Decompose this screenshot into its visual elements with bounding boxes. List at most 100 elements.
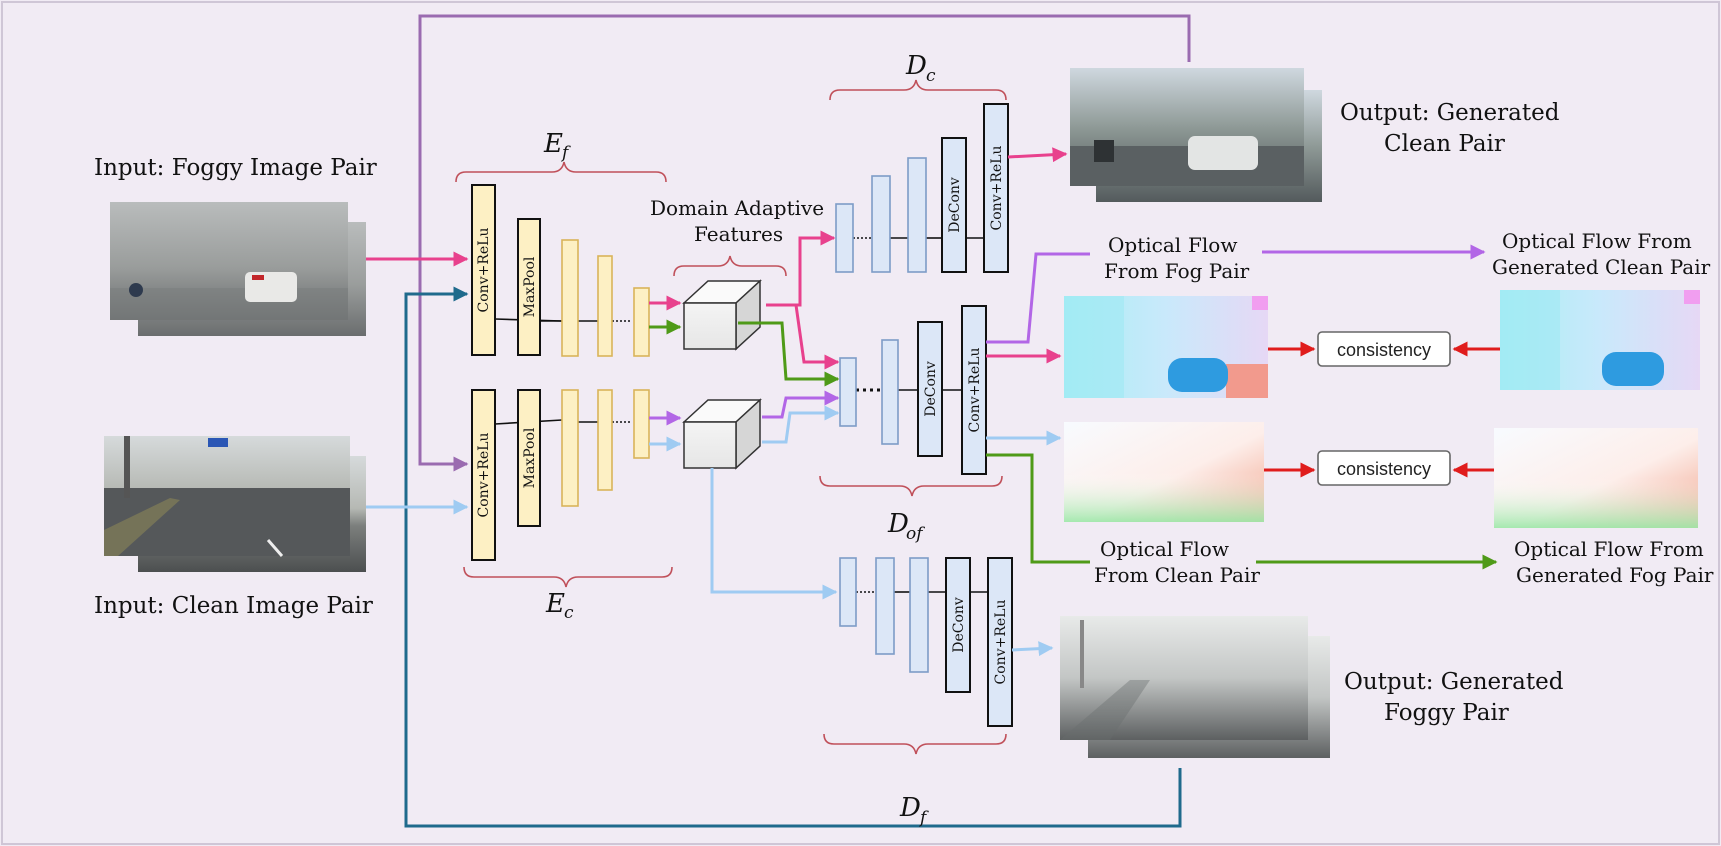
dc-deconv [941, 137, 967, 273]
dof-symbol: D [887, 509, 909, 539]
clean-feature-cube [682, 398, 762, 470]
clean-decoder: DeConv Conv+ReLu [835, 103, 1009, 273]
fog-enc-block-3 [633, 287, 650, 357]
ef-brace [455, 161, 667, 183]
ec-symbol: E [545, 589, 565, 619]
consistency-label-bottom: consistency [1337, 459, 1431, 479]
output-clean-label-line1: Output: Generated [1340, 100, 1560, 126]
input-clean-label: Input: Clean Image Pair [94, 593, 373, 619]
clean-cube-blue-arrow [762, 405, 840, 444]
df-deconv-label: DeConv [951, 597, 967, 653]
domain-label-line1: Domain Adaptive [650, 196, 824, 220]
clean-cube-to-df-arrow [710, 468, 838, 600]
fog-enc-conv-relu-label: Conv+ReLu [476, 228, 492, 313]
ef-subscript: f [560, 143, 571, 163]
dc-block-3 [907, 157, 927, 273]
of-gen-fog-label-line1: Optical Flow From [1514, 537, 1704, 561]
clean-input-images [104, 436, 366, 572]
output-clean-label-line2: Clean Pair [1384, 131, 1505, 157]
clean-enc-conv-relu [471, 389, 496, 561]
clean-enc-block-3 [633, 389, 650, 459]
df-block-3 [909, 557, 929, 673]
df-symbol: D [899, 793, 921, 823]
dc-conv-relu-label: Conv+ReLu [989, 146, 1005, 231]
of-fog-label-line1a: Optical [1108, 233, 1181, 257]
fog-enc-maxpool-label: MaxPool [522, 256, 538, 317]
ec-brace [463, 566, 673, 588]
foggy-input-images [110, 202, 366, 336]
dof-conv-relu [961, 305, 987, 475]
dc-output-arrow [1007, 147, 1068, 163]
dof-green-arrow [986, 453, 1090, 564]
fog-enc-conv-relu [471, 184, 496, 356]
dof-violet-arrow [986, 252, 1090, 344]
of-gen-clean-label-line2: Generated Clean Pair [1492, 255, 1711, 279]
teal-loop-arrow [404, 286, 1182, 828]
fog-enc-block-1 [561, 239, 579, 357]
dc-brace [829, 79, 1007, 101]
of-clean-label-line2: From Clean Pair [1094, 563, 1260, 587]
fog-feature-cube [682, 279, 762, 351]
df-block-1 [839, 557, 857, 627]
flow-map-generated-fog [1494, 428, 1698, 528]
clean-encoder: Conv+ReLu MaxPool [471, 389, 650, 561]
dc-conv-relu [983, 103, 1009, 273]
dc-block-2 [871, 175, 891, 273]
df-output-arrow [1011, 641, 1054, 657]
of-gen-clean-label-line1: Optical Flow From [1502, 229, 1692, 253]
dof-subscript: of [906, 524, 925, 544]
flow-map-fog-pair [1064, 296, 1268, 398]
df-deconv [945, 557, 971, 693]
of-fog-label-line1b: Flow [1188, 233, 1237, 257]
ec-subscript: c [564, 603, 574, 623]
clean-enc-block-2 [597, 389, 613, 491]
clean-enc-maxpool-label: MaxPool [522, 427, 538, 488]
fog-enc-maxpool [517, 218, 541, 356]
fog-enc-block-2 [597, 255, 613, 357]
of-clean-label-line1: Optical Flow [1100, 537, 1229, 561]
fog-cube-to-dc-arrow [766, 230, 836, 307]
consistency-label-top: consistency [1337, 340, 1431, 360]
of-fog-label-line2: From Fog Pair [1104, 259, 1250, 283]
dof-conv-relu-label: Conv+ReLu [967, 348, 983, 433]
clean-enc-conv-relu-label: Conv+ReLu [476, 433, 492, 518]
fog-cube-to-dof-arrow [766, 303, 840, 370]
flow-decoder: DeConv Conv+ReLu [839, 305, 987, 475]
dc-deconv-label: DeConv [947, 177, 963, 233]
output-foggy-label-line1: Output: Generated [1344, 669, 1564, 695]
consistency-box-bottom [1317, 450, 1451, 486]
ef-symbol: E [543, 129, 563, 159]
df-block-2 [875, 557, 895, 655]
fog-cube-green-arrow [738, 321, 840, 387]
dof-block-2 [881, 339, 899, 445]
dof-deconv-label: DeConv [923, 361, 939, 417]
of-gen-fog-label-line2: Generated Fog Pair [1516, 563, 1714, 587]
clean-cube-violet-arrow [762, 390, 840, 419]
foggy-encoder: Conv+ReLu MaxPool [471, 184, 650, 357]
df-conv-relu [987, 557, 1013, 727]
flow-map-clean-pair [1064, 422, 1264, 522]
domain-brace [673, 255, 787, 277]
dof-block-1 [839, 357, 857, 427]
df-subscript: f [918, 808, 929, 828]
purple-loop-arrow [418, 14, 1191, 472]
clean-enc-block-1 [561, 389, 579, 507]
dc-block-1 [835, 203, 854, 273]
dof-brace [819, 475, 1003, 497]
domain-label-line2: Features [694, 222, 783, 246]
dc-symbol: D [905, 51, 927, 81]
dc-subscript: c [926, 66, 936, 86]
flow-map-generated-clean [1500, 290, 1700, 390]
consistency-box-top [1317, 331, 1451, 367]
dof-deconv [917, 321, 943, 457]
generated-clean-images [1070, 68, 1322, 202]
fog-decoder: DeConv Conv+ReLu [839, 557, 1013, 727]
df-conv-relu-label: Conv+ReLu [993, 600, 1009, 685]
output-foggy-label-line2: Foggy Pair [1384, 700, 1509, 726]
df-brace [823, 733, 1007, 755]
generated-foggy-images [1060, 616, 1330, 758]
clean-enc-maxpool [517, 389, 541, 527]
input-foggy-label: Input: Foggy Image Pair [94, 155, 377, 181]
